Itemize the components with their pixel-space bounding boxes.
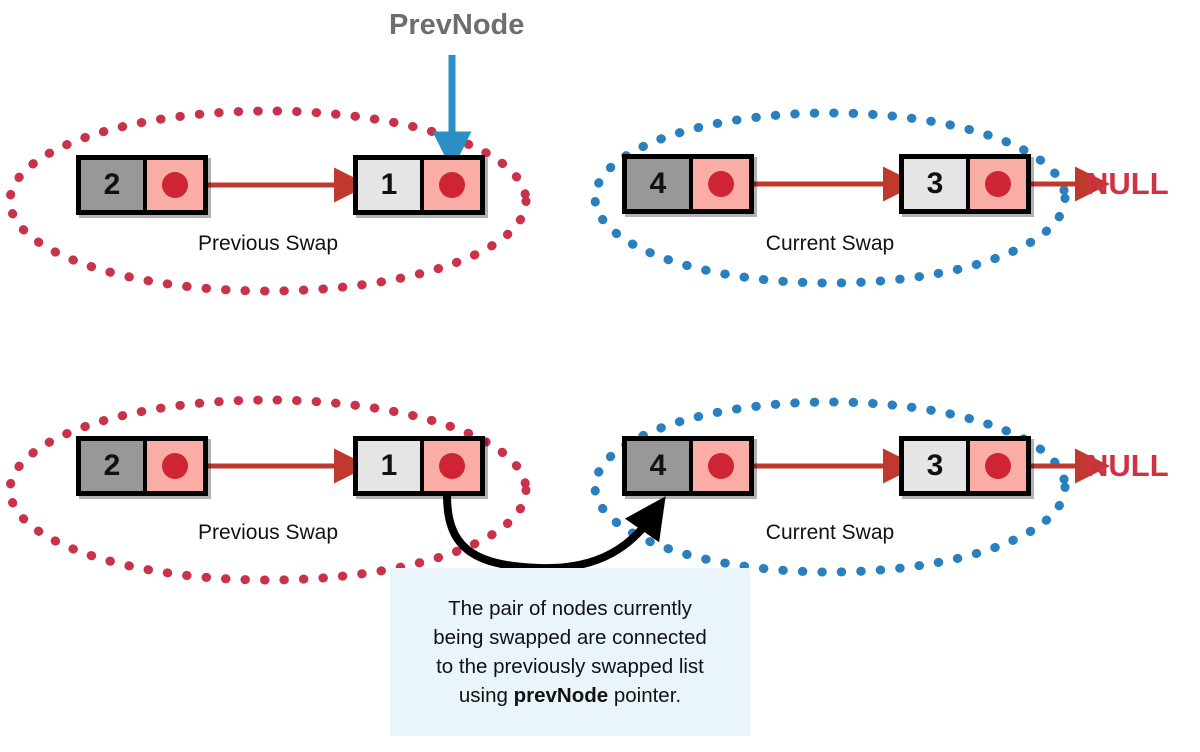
node-3-top-pointer-cell — [966, 159, 1026, 209]
node-4-bottom-value: 4 — [627, 441, 689, 491]
pointer-dot-icon — [439, 453, 465, 479]
node-4-bottom-pointer-cell — [689, 441, 749, 491]
ellipse-previous-swap-top — [5, 106, 531, 296]
node-4-top[interactable]: 4 — [622, 154, 754, 214]
ellipse-current-swap-top — [590, 108, 1070, 288]
node-3-bottom-pointer-cell — [966, 441, 1026, 491]
node-4-top-value: 4 — [627, 159, 689, 209]
label-previous-swap-top: Previous Swap — [197, 232, 339, 255]
ellipse-previous-swap-bottom — [5, 395, 531, 585]
pointer-dot-icon — [985, 171, 1011, 197]
label-current-swap-top: Current Swap — [765, 232, 895, 255]
node-3-bottom[interactable]: 3 — [899, 436, 1031, 496]
node-2-bottom[interactable]: 2 — [76, 436, 208, 496]
caption-box: The pair of nodes currently being swappe… — [390, 568, 750, 736]
node-3-bottom-value: 3 — [904, 441, 966, 491]
pointer-dot-icon — [985, 453, 1011, 479]
node-2-bottom-value: 2 — [81, 441, 143, 491]
node-2-top-value: 2 — [81, 160, 143, 210]
label-current-swap-bottom: Current Swap — [765, 521, 895, 544]
node-1-bottom[interactable]: 1 — [353, 436, 485, 496]
node-1-top-value: 1 — [358, 160, 420, 210]
node-2-top[interactable]: 2 — [76, 155, 208, 215]
caption-prevnode-keyword: prevNode — [513, 684, 609, 707]
node-3-top-value: 3 — [904, 159, 966, 209]
node-3-top[interactable]: 3 — [899, 154, 1031, 214]
pointer-dot-icon — [162, 453, 188, 479]
null-label-bottom: NULL — [1086, 448, 1169, 483]
node-4-top-pointer-cell — [689, 159, 749, 209]
caption-line-2: being swapped are connected — [433, 626, 707, 649]
ellipse-current-swap-bottom — [590, 397, 1070, 577]
pointer-dot-icon — [708, 453, 734, 479]
node-1-bottom-pointer-cell — [420, 441, 480, 491]
caption-line-4-pre: using — [458, 684, 514, 707]
node-2-top-pointer-cell — [143, 160, 203, 210]
pointer-dot-icon — [162, 172, 188, 198]
node-2-bottom-pointer-cell — [143, 441, 203, 491]
prevnode-label: PrevNode — [389, 9, 525, 41]
label-previous-swap-bottom: Previous Swap — [197, 521, 339, 544]
caption-text: The pair of nodes currently being swappe… — [433, 594, 707, 710]
pointer-dot-icon — [439, 172, 465, 198]
prevnode-connect-arrow — [443, 491, 666, 573]
caption-line-3: to the previously swapped list — [436, 655, 704, 678]
node-4-bottom[interactable]: 4 — [622, 436, 754, 496]
node-1-bottom-value: 1 — [358, 441, 420, 491]
node-1-top-pointer-cell — [420, 160, 480, 210]
node-1-top[interactable]: 1 — [353, 155, 485, 215]
pointer-dot-icon — [708, 171, 734, 197]
caption-line-4-post: pointer. — [608, 684, 682, 707]
caption-line-1: The pair of nodes currently — [448, 597, 692, 620]
null-label-top: NULL — [1086, 166, 1169, 201]
